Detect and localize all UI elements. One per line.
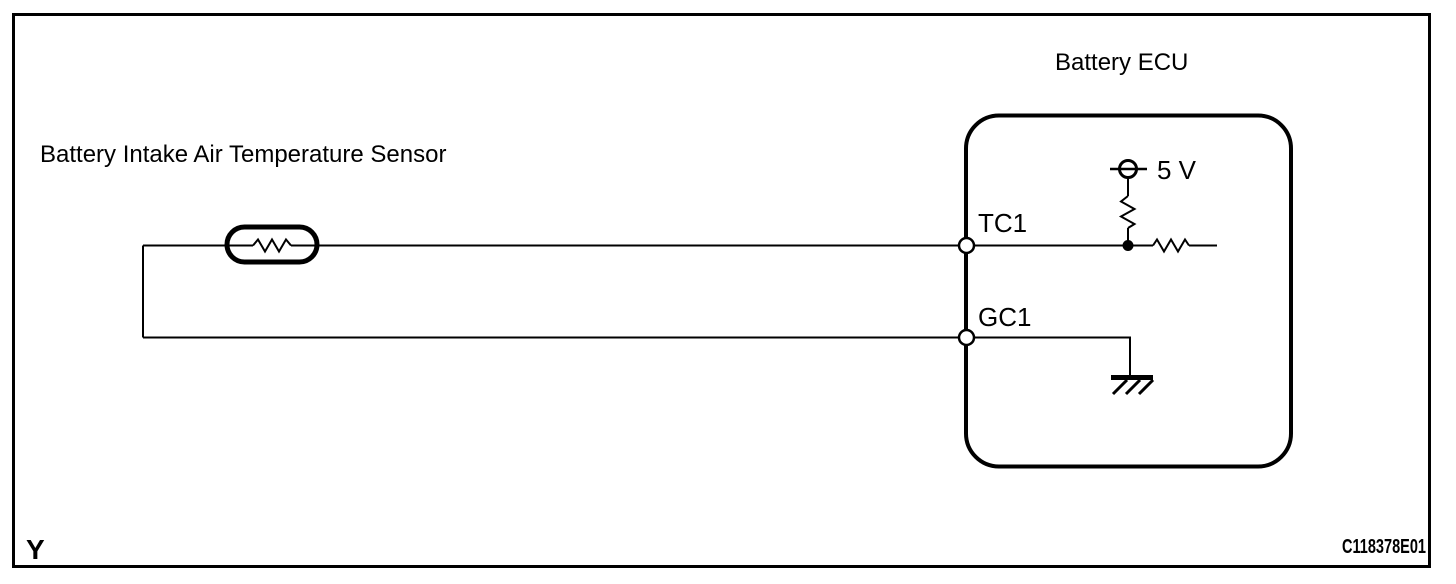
terminal-gc1-node — [957, 328, 976, 347]
pullup-resistor-icon — [1118, 195, 1137, 229]
terminal-gc1-label: GC1 — [978, 302, 1031, 332]
series-resistor-icon — [1152, 237, 1190, 254]
battery-ecu-box — [964, 113, 1293, 469]
terminal-tc1-node — [957, 236, 976, 255]
diagram-outer-border — [12, 13, 1431, 568]
figure-code-label: C118378E01 — [1342, 536, 1426, 558]
ecu-title: Battery ECU — [1055, 49, 1188, 76]
thermistor-resistor-icon — [252, 237, 292, 254]
page-marker-label: Y — [26, 534, 45, 565]
terminal-tc1-label: TC1 — [978, 208, 1027, 238]
voltage-label: 5 V — [1157, 155, 1197, 185]
junction-dot — [1122, 240, 1134, 251]
ground-hatch-icon — [1111, 378, 1155, 396]
sensor-label: Battery Intake Air Temperature Sensor — [40, 141, 446, 168]
wire-gc1-internal — [966, 336, 1131, 375]
